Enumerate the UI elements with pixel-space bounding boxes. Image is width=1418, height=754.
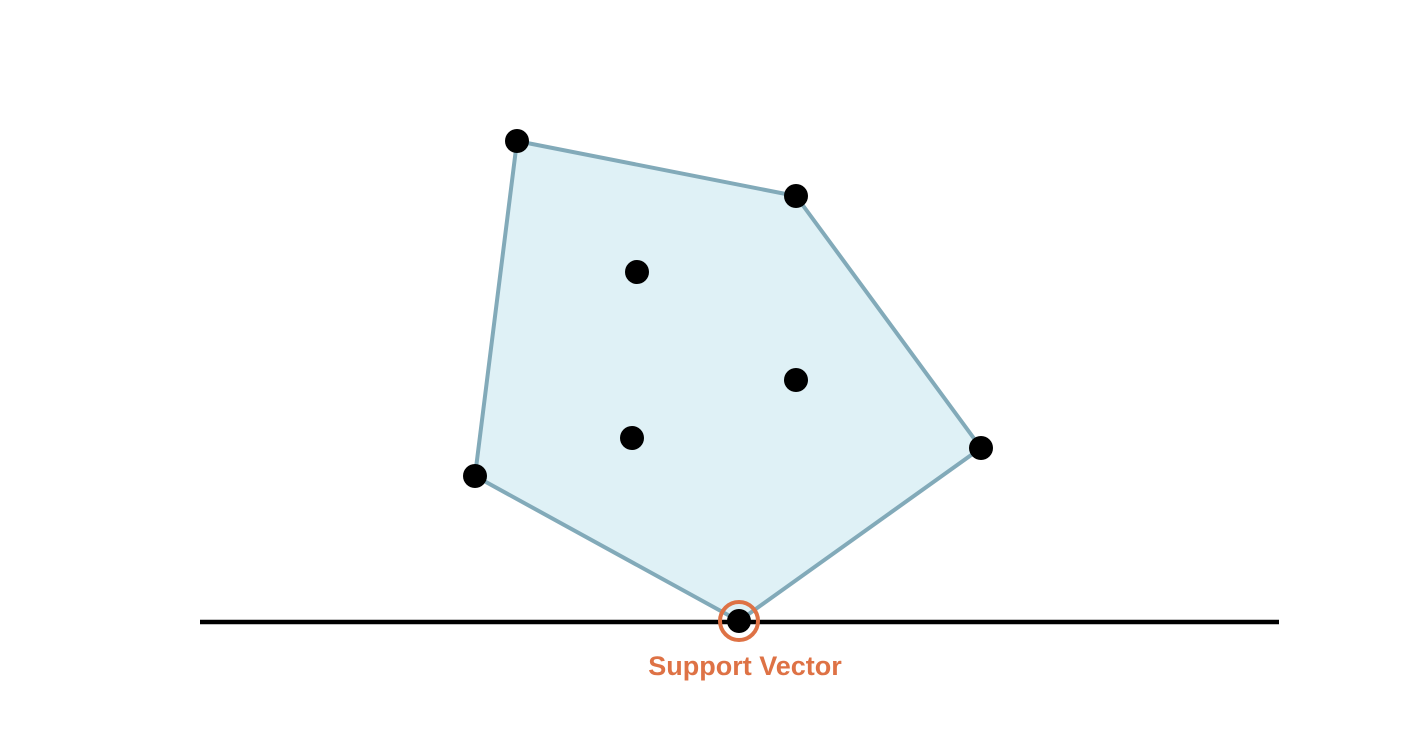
hull-vertex-point — [505, 129, 529, 153]
interior-point — [625, 260, 649, 284]
hull-vertex-point — [784, 184, 808, 208]
hull-vertex-point — [969, 436, 993, 460]
support-vector-point — [727, 609, 751, 633]
support-vector-label: Support Vector — [648, 651, 842, 681]
hull-vertex-point — [463, 464, 487, 488]
interior-point — [620, 426, 644, 450]
interior-point — [784, 368, 808, 392]
support-vector-ring — [718, 600, 760, 642]
convex-hull-polygon — [473, 139, 983, 623]
